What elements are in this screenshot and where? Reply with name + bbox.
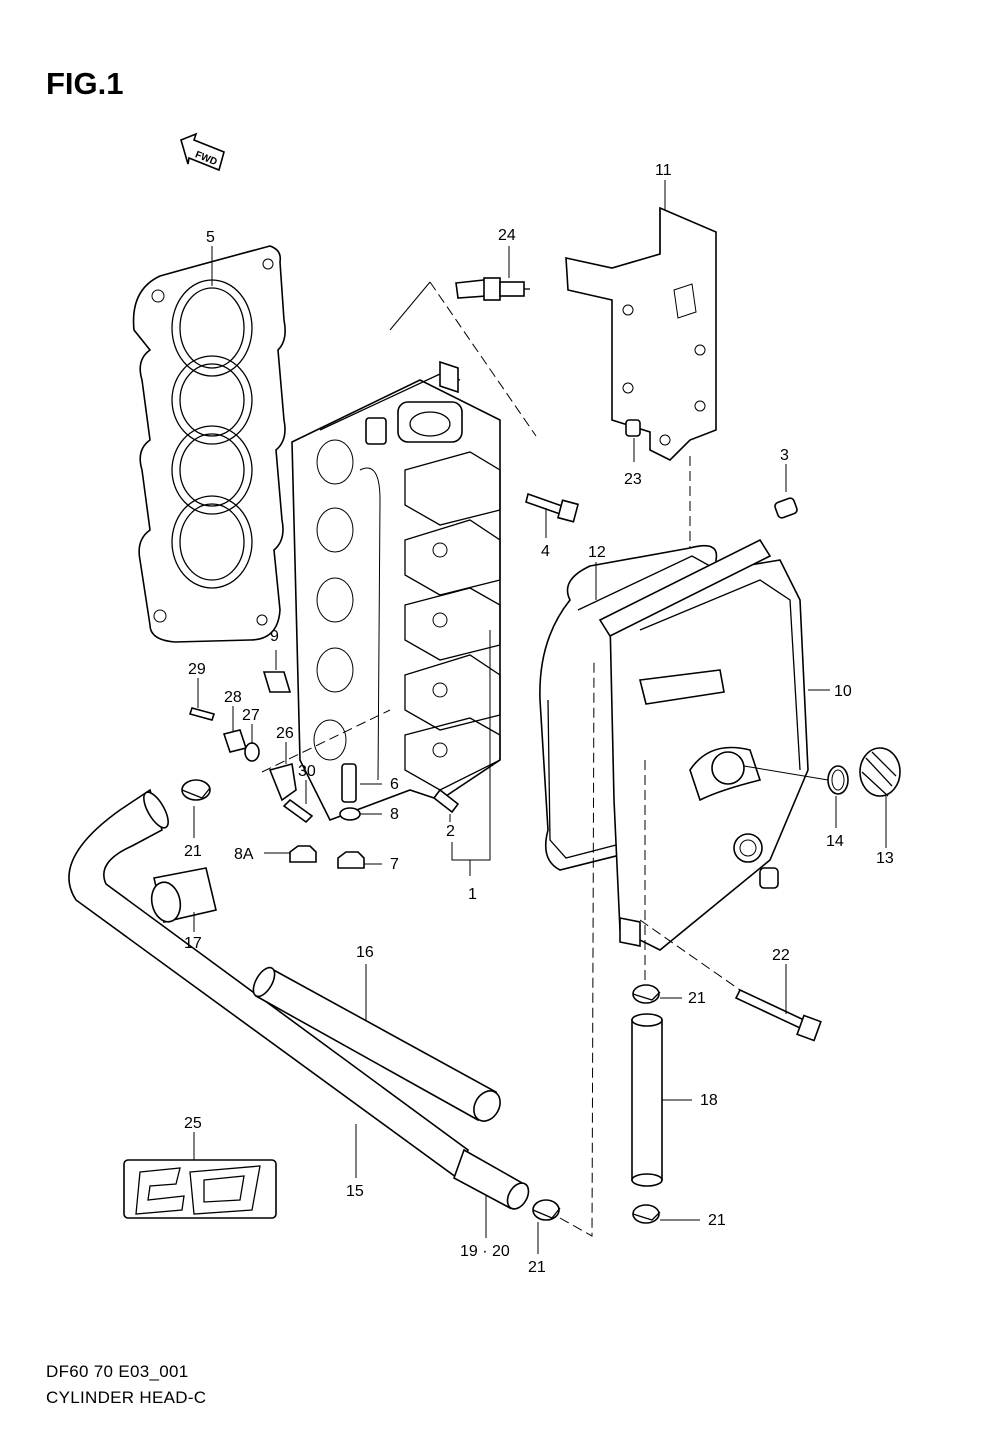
callout-9: 9 <box>270 628 279 645</box>
bolt-4 <box>525 492 580 523</box>
mounting-bracket <box>565 206 717 461</box>
callout-21-b: 21 <box>688 990 706 1007</box>
diagram-name: CYLINDER HEAD-C <box>46 1388 207 1407</box>
head-gasket <box>132 245 286 643</box>
callout-24: 24 <box>498 227 516 244</box>
dowel-pin-3 <box>774 497 798 519</box>
nut-23 <box>625 419 641 437</box>
callout-2: 2 <box>446 823 455 840</box>
bolt-30 <box>282 798 314 824</box>
callout-21-d: 21 <box>528 1259 546 1276</box>
diagram-code: DF60 70 E03_001 <box>46 1362 189 1381</box>
callout-13: 13 <box>876 850 894 867</box>
callout-17: 17 <box>184 935 202 952</box>
callout-21-a: 21 <box>184 843 202 860</box>
callout-4: 4 <box>541 543 550 560</box>
callout-3: 3 <box>780 447 789 464</box>
callout-6: 6 <box>390 776 399 793</box>
decal-25 <box>123 1159 277 1219</box>
callout-27: 27 <box>242 707 260 724</box>
spark-plug <box>455 277 530 301</box>
callout-29: 29 <box>188 661 206 678</box>
nut-8a <box>289 845 317 863</box>
hose-15 <box>68 788 469 1182</box>
bolt-22 <box>734 988 822 1042</box>
callout-26: 26 <box>276 725 294 742</box>
hose-clip-21-upper-left <box>181 779 211 801</box>
hose-16 <box>252 966 501 1122</box>
forward-arrow-icon: FWD <box>180 132 225 172</box>
callout-21-c: 21 <box>708 1212 726 1229</box>
figure-title: FIG.1 <box>46 66 124 101</box>
cylinder-head <box>291 360 501 822</box>
bolt-2 <box>432 788 460 814</box>
hose-18 <box>631 1013 663 1187</box>
callout-10: 10 <box>834 683 852 700</box>
callout-19-20: 19 · 20 <box>460 1243 510 1260</box>
callout-7: 7 <box>390 856 399 873</box>
callout-18: 18 <box>700 1092 718 1109</box>
sensor-26 <box>268 762 297 802</box>
callout-14: 14 <box>826 833 844 850</box>
nut-7 <box>337 851 365 869</box>
callout-8: 8 <box>390 806 399 823</box>
callout-5: 5 <box>206 229 215 246</box>
callout-28: 28 <box>224 689 242 706</box>
dowel-pin-9 <box>262 671 292 693</box>
callout-8a: 8A <box>234 846 254 863</box>
washer-8 <box>339 807 361 821</box>
bolt-29 <box>188 707 216 721</box>
callout-25: 25 <box>184 1115 202 1132</box>
callout-16: 16 <box>356 944 374 961</box>
o-ring-14 <box>827 765 849 795</box>
callout-22: 22 <box>772 947 790 964</box>
washer-27 <box>244 742 260 762</box>
hose-clip-21-lower-right <box>632 1204 661 1224</box>
callout-30: 30 <box>298 763 316 780</box>
hose-19-20 <box>453 1148 530 1210</box>
spacer-28 <box>222 729 248 753</box>
oil-filler-cap <box>859 747 901 797</box>
stud-6 <box>341 763 357 803</box>
hose-clip-21-upper-right <box>632 984 661 1004</box>
hose-clip-21-lower-middle <box>532 1199 561 1221</box>
hose-17 <box>150 867 217 923</box>
callout-23: 23 <box>624 471 642 488</box>
callout-11: 11 <box>655 162 672 179</box>
callout-1: 1 <box>468 886 477 903</box>
callout-12: 12 <box>588 544 606 561</box>
callout-15: 15 <box>346 1183 364 1200</box>
cylinder-head-cover <box>598 538 809 951</box>
